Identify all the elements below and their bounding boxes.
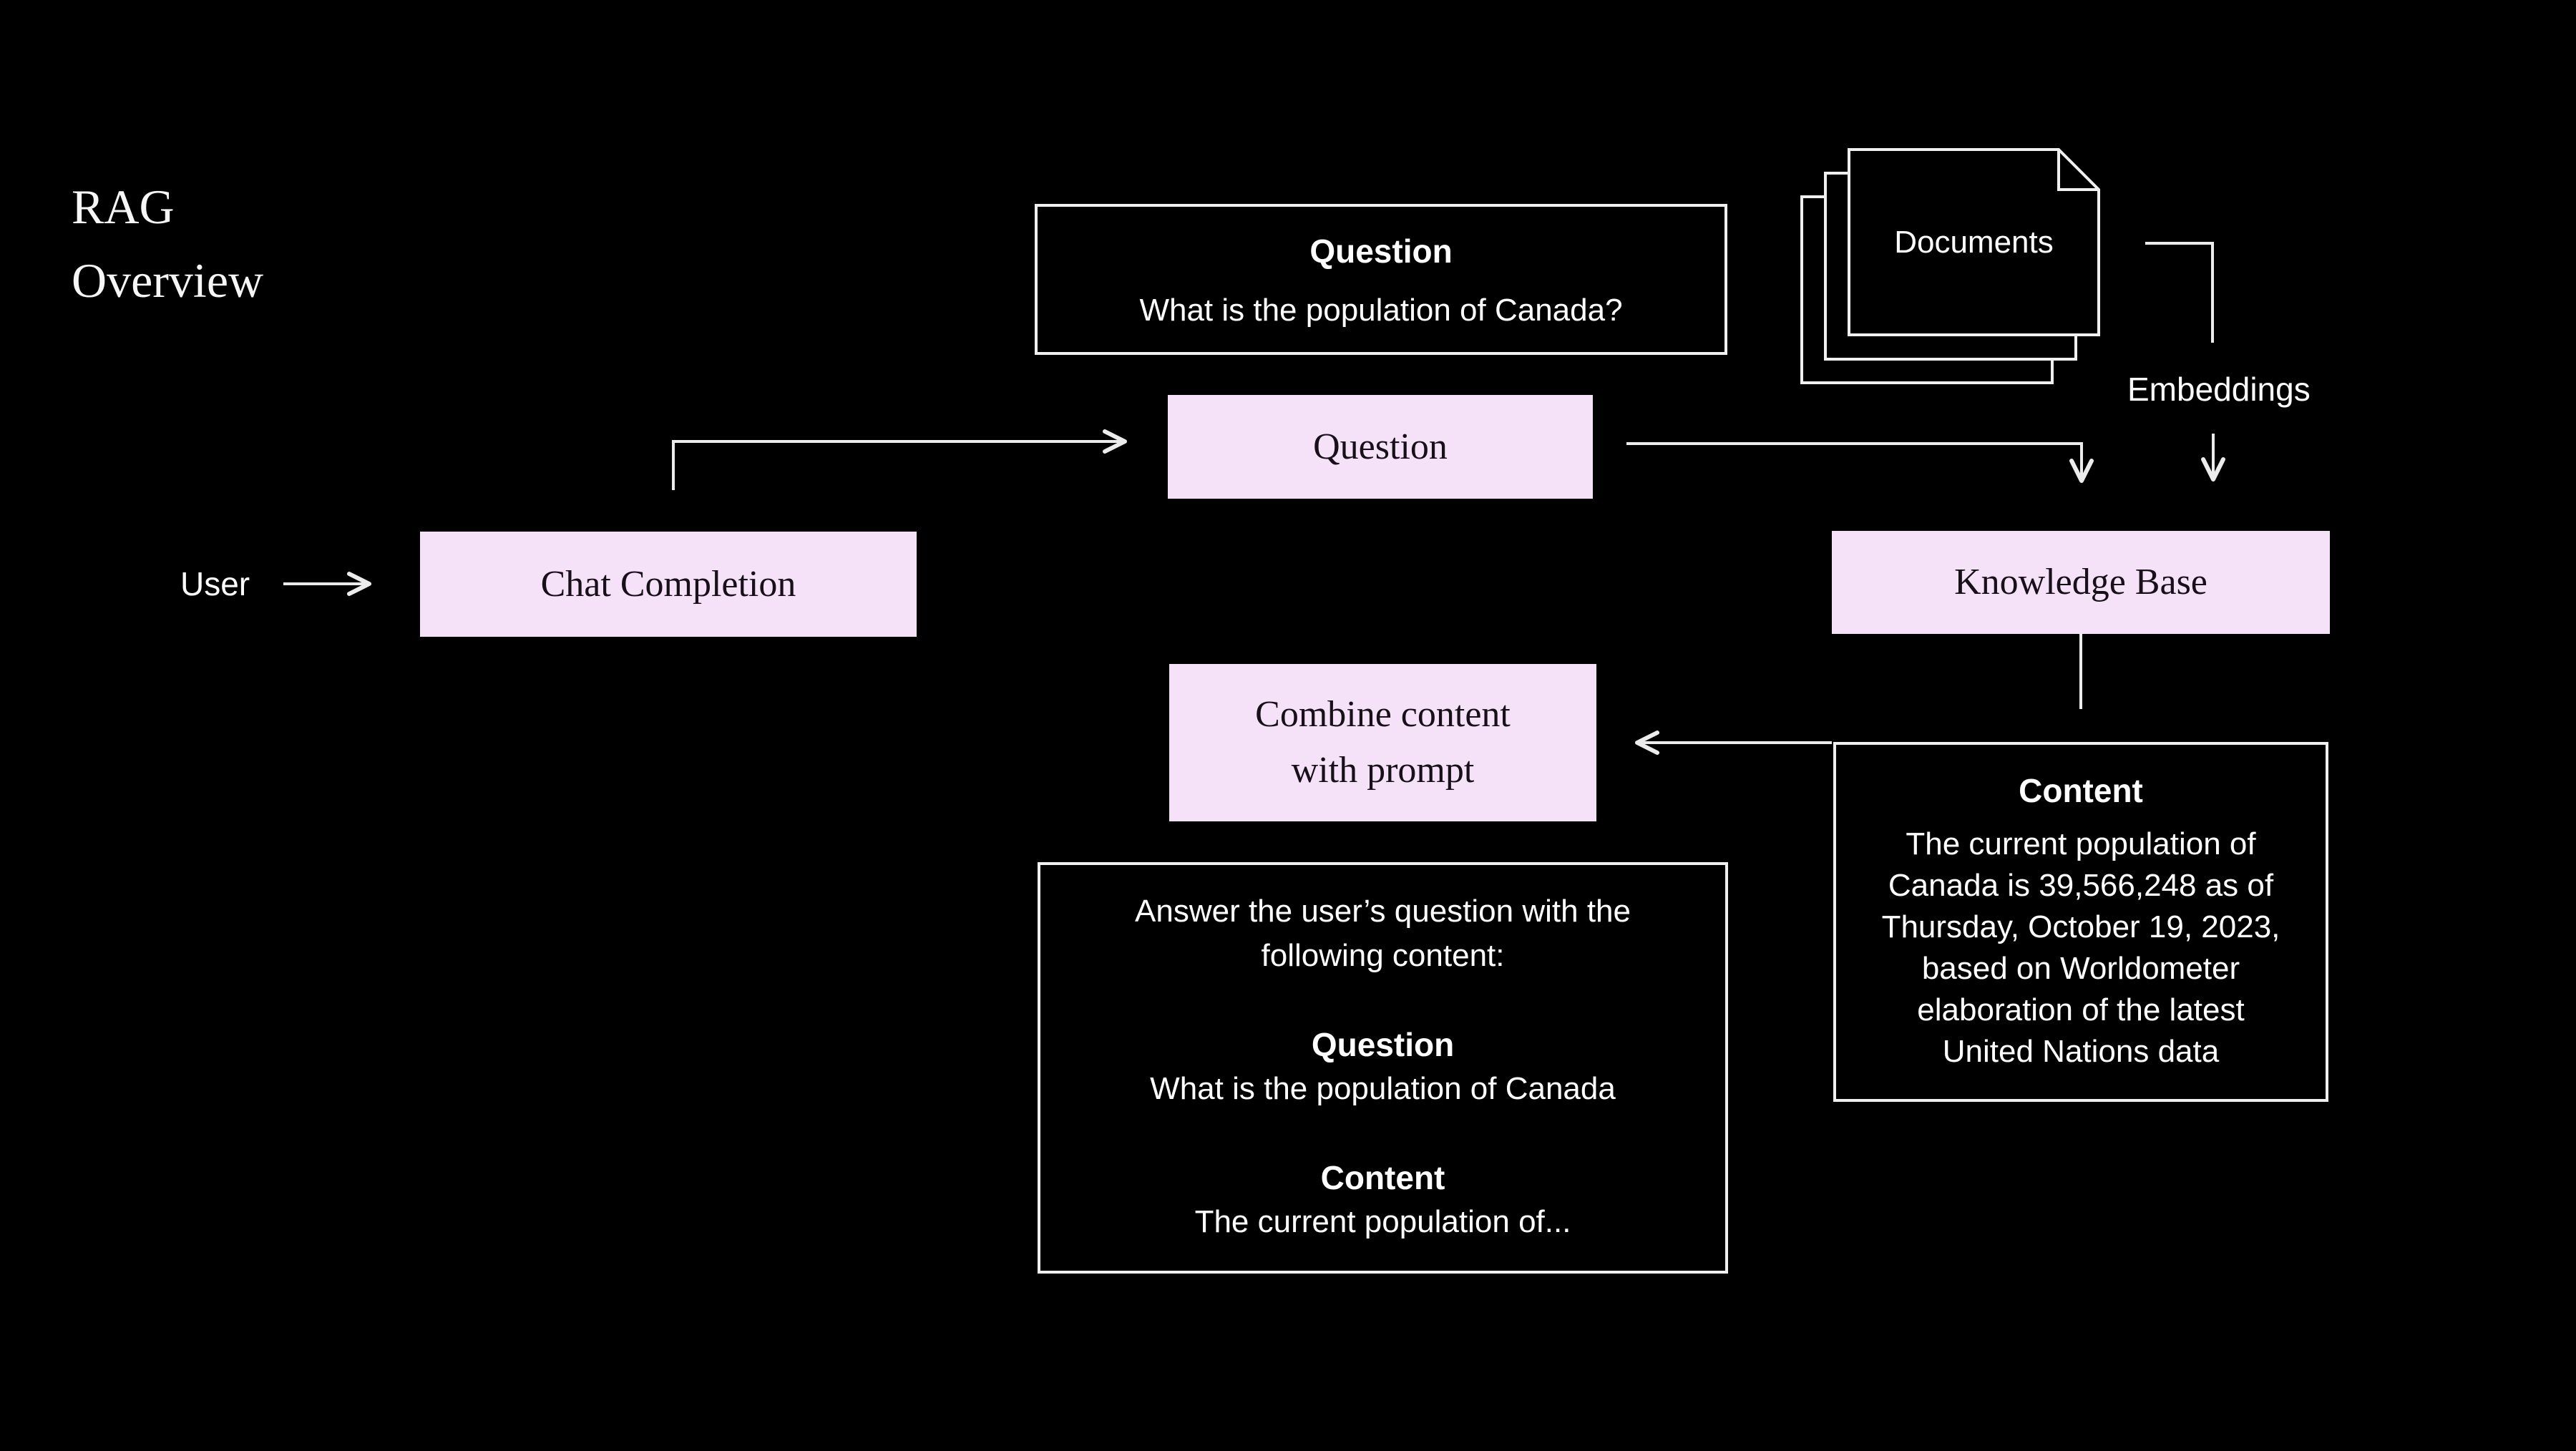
embeddings-label: Embeddings (2127, 371, 2311, 408)
prompt-question-body: What is the population of Canada (1150, 1071, 1616, 1106)
chat-completion-node-label: Chat Completion (540, 563, 796, 605)
prompt-content-group: Content The current population of... (1040, 1156, 1725, 1244)
content-card-line: Thursday, October 19, 2023, (1881, 909, 2280, 944)
combine-node-line-2: with prompt (1291, 750, 1475, 791)
knowledge-base-node-label: Knowledge Base (1954, 562, 2207, 602)
content-card-heading: Content (2019, 772, 2143, 809)
documents-to-embeddings-line (2145, 242, 2214, 343)
content-card-line: based on Worldometer (1921, 951, 2240, 986)
page-title: RAG Overview (72, 170, 263, 318)
question-node: Question (1168, 395, 1593, 499)
knowledge-base-node: Knowledge Base (1832, 531, 2330, 634)
content-card: Content The current population of Canada… (1833, 742, 2328, 1102)
question-card-heading: Question (1309, 232, 1453, 270)
prompt-content-heading: Content (1320, 1159, 1445, 1196)
content-card-line: The current population of (1906, 826, 2256, 861)
question-card-body: What is the population of Canada? (1139, 292, 1623, 328)
user-label: User (180, 565, 250, 602)
final-prompt-card: Answer the user’s question with the foll… (1038, 862, 1728, 1274)
content-card-line: United Nations data (1942, 1034, 2220, 1069)
chat-completion-node: Chat Completion (420, 532, 917, 637)
question-node-label: Question (1313, 426, 1448, 467)
prompt-intro-line-1: Answer the user’s question with the (1135, 894, 1631, 929)
page-title-line-2: Overview (72, 253, 264, 308)
chat-to-question-arrow (672, 429, 1127, 490)
documents-label: Documents (1894, 224, 2054, 260)
question-card: Question What is the population of Canad… (1035, 204, 1727, 355)
prompt-content-body: The current population of... (1194, 1204, 1571, 1239)
content-card-line: elaboration of the latest (1917, 992, 2245, 1027)
page-title-line-1: RAG (72, 180, 175, 234)
content-card-line: Canada is 39,566,248 as of (1888, 868, 2274, 903)
prompt-question-group: Question What is the population of Canad… (1040, 1022, 1725, 1111)
combine-node-line-1: Combine content (1255, 694, 1511, 735)
question-to-knowledge-base-arrow (1626, 442, 2094, 483)
combine-content-node: Combine content with prompt (1169, 664, 1596, 821)
prompt-intro-line-2: following content: (1261, 938, 1505, 973)
prompt-question-heading: Question (1311, 1026, 1455, 1063)
